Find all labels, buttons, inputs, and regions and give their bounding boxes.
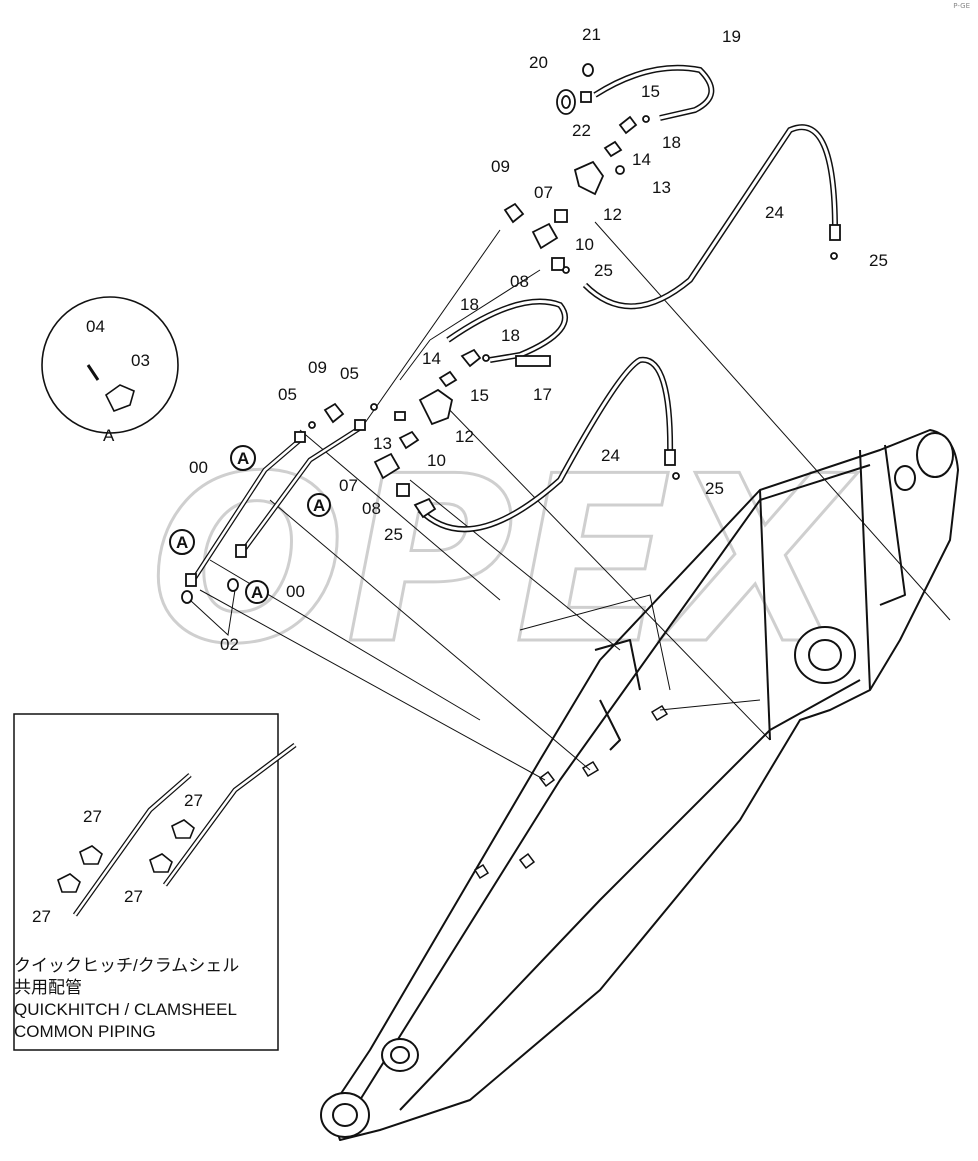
label-14-a: 14 <box>632 150 651 169</box>
callout-a-1: A <box>237 449 249 468</box>
label-08-b: 08 <box>362 499 381 518</box>
label-17: 17 <box>533 385 552 404</box>
label-00-a: 00 <box>189 458 208 477</box>
label-22: 22 <box>572 121 591 140</box>
arm-brackets <box>473 704 669 880</box>
label-13-b: 13 <box>373 434 392 453</box>
boom-pivot <box>794 432 954 684</box>
label-27-c: 27 <box>184 791 203 810</box>
label-25-c: 25 <box>705 479 724 498</box>
label-07-b: 07 <box>339 476 358 495</box>
callout-a-4: A <box>251 583 263 602</box>
label-05-a: 05 <box>340 364 359 383</box>
label-05-b: 05 <box>278 385 297 404</box>
label-12-a: 12 <box>603 205 622 224</box>
callout-a-2: A <box>176 533 188 552</box>
detail-a-label: A <box>103 426 115 445</box>
label-07-a: 07 <box>534 183 553 202</box>
watermark-text: OPEX <box>150 428 858 695</box>
label-25-d: 25 <box>384 525 403 544</box>
label-15-b: 15 <box>470 386 489 405</box>
label-09-a: 09 <box>491 157 510 176</box>
label-27-b: 27 <box>32 907 51 926</box>
label-25-a: 25 <box>869 251 888 270</box>
label-09-b: 09 <box>308 358 327 377</box>
fittings-middle <box>308 348 680 519</box>
label-13-a: 13 <box>652 178 671 197</box>
fittings-02 <box>181 419 366 604</box>
label-18-b: 18 <box>460 295 479 314</box>
callout-a-3: A <box>313 496 325 515</box>
hose-17 <box>515 355 551 367</box>
leader-02 <box>189 589 236 637</box>
label-14-b: 14 <box>422 349 441 368</box>
leader-lines <box>199 221 951 781</box>
caption-line-3: QUICKHITCH / CLAMSHEEL <box>14 1000 237 1019</box>
detail-a-circle <box>41 296 179 434</box>
arm-body <box>329 429 959 1141</box>
caption-line-2: 共用配管 <box>14 978 82 997</box>
label-27-d: 27 <box>124 887 143 906</box>
label-10-b: 10 <box>427 451 446 470</box>
label-18-a: 18 <box>662 133 681 152</box>
label-19: 19 <box>722 27 741 46</box>
label-27-a: 27 <box>83 807 102 826</box>
label-20: 20 <box>529 53 548 72</box>
label-25-b: 25 <box>594 261 613 280</box>
fittings-upper <box>503 63 841 274</box>
inset-box <box>13 713 297 1051</box>
label-18-c: 18 <box>501 326 520 345</box>
label-10-a: 10 <box>575 235 594 254</box>
hose-24-upper <box>582 124 838 310</box>
corner-mark: P-GE <box>953 2 970 10</box>
label-15-a: 15 <box>641 82 660 101</box>
detail-part-03: 03 <box>131 351 150 370</box>
inset-caption: クイックヒッチ/クラムシェル 共用配管 QUICKHITCH / CLAMSHE… <box>14 955 239 1043</box>
detail-part-04: 04 <box>86 317 105 336</box>
arm-end-pivot <box>320 1038 419 1138</box>
label-00-b: 00 <box>286 582 305 601</box>
label-24-b: 24 <box>601 446 620 465</box>
label-21: 21 <box>582 25 601 44</box>
caption-line-4: COMMON PIPING <box>14 1022 156 1041</box>
caption-line-1: クイックヒッチ/クラムシェル <box>14 956 240 975</box>
label-08-a: 08 <box>510 272 529 291</box>
label-02: 02 <box>220 635 239 654</box>
label-12-b: 12 <box>455 427 474 446</box>
label-24-a: 24 <box>765 203 784 222</box>
callout-markers <box>169 445 331 604</box>
